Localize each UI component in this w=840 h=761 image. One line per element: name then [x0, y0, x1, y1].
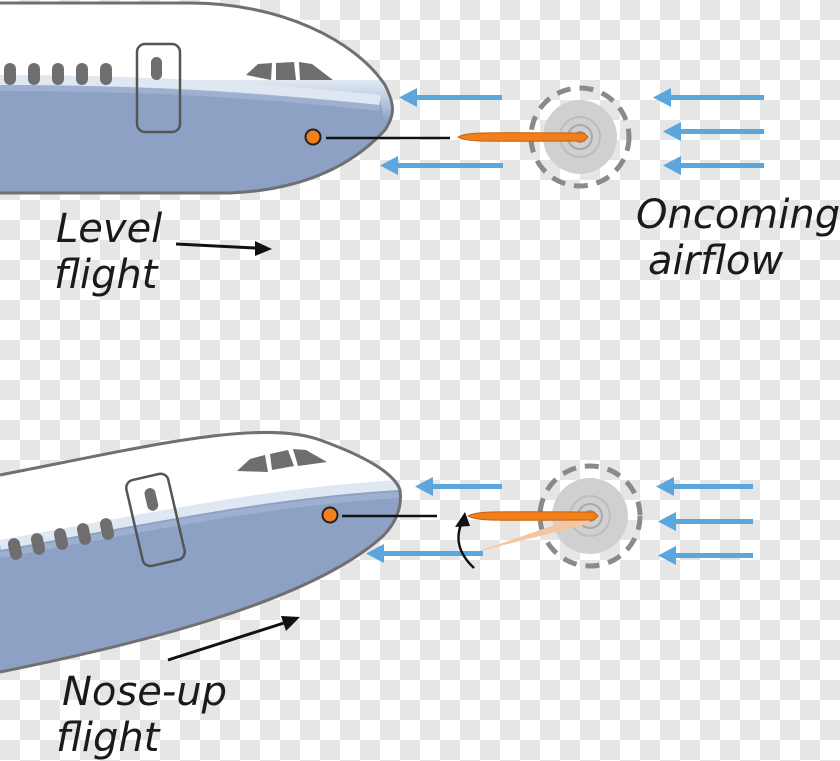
passenger-windows — [7, 518, 115, 560]
arrow-left-icon — [658, 546, 753, 565]
passenger-windows — [4, 63, 112, 85]
arrow-left-icon — [399, 88, 502, 107]
vane-level — [457, 132, 589, 142]
fuselage-nose-up — [0, 430, 402, 674]
cabin-door — [135, 42, 182, 134]
vane-nose-up — [467, 511, 599, 521]
airflow-arrows-nose-up — [366, 477, 753, 565]
direction-arrow-nose-up — [167, 616, 300, 662]
arrow-left-icon — [658, 512, 753, 531]
arrow-left-icon — [366, 544, 483, 563]
cockpit-windows — [237, 449, 327, 472]
vane-previous-position — [476, 515, 592, 552]
arrow-left-icon — [656, 477, 753, 496]
curved-arrow-up-icon — [455, 512, 475, 569]
fuselage-nose-level — [0, 1, 394, 195]
sensor-probe-nose-up — [321, 506, 437, 524]
level-flight-panel: Level flight Oncoming airflow — [0, 1, 840, 298]
arrow-left-icon — [653, 88, 764, 107]
arrow-right-icon — [175, 241, 272, 256]
airflow-arrows-level — [380, 88, 764, 175]
cockpit-windows — [246, 62, 333, 80]
arrow-left-icon — [380, 156, 503, 175]
direction-arrow-level — [175, 241, 272, 256]
sensor-probe-level — [304, 128, 450, 146]
nose-up-flight-panel: Nose-up flight — [0, 430, 753, 761]
nose-up-flight-label: Nose-up flight — [56, 669, 240, 761]
level-flight-label: Level flight — [54, 206, 175, 298]
arrow-left-icon — [663, 156, 764, 175]
arrow-left-icon — [415, 477, 502, 496]
oncoming-airflow-label: Oncoming airflow — [636, 192, 840, 284]
arrow-right-icon — [167, 616, 300, 662]
arrow-left-icon — [663, 122, 764, 141]
cabin-door — [124, 472, 186, 568]
